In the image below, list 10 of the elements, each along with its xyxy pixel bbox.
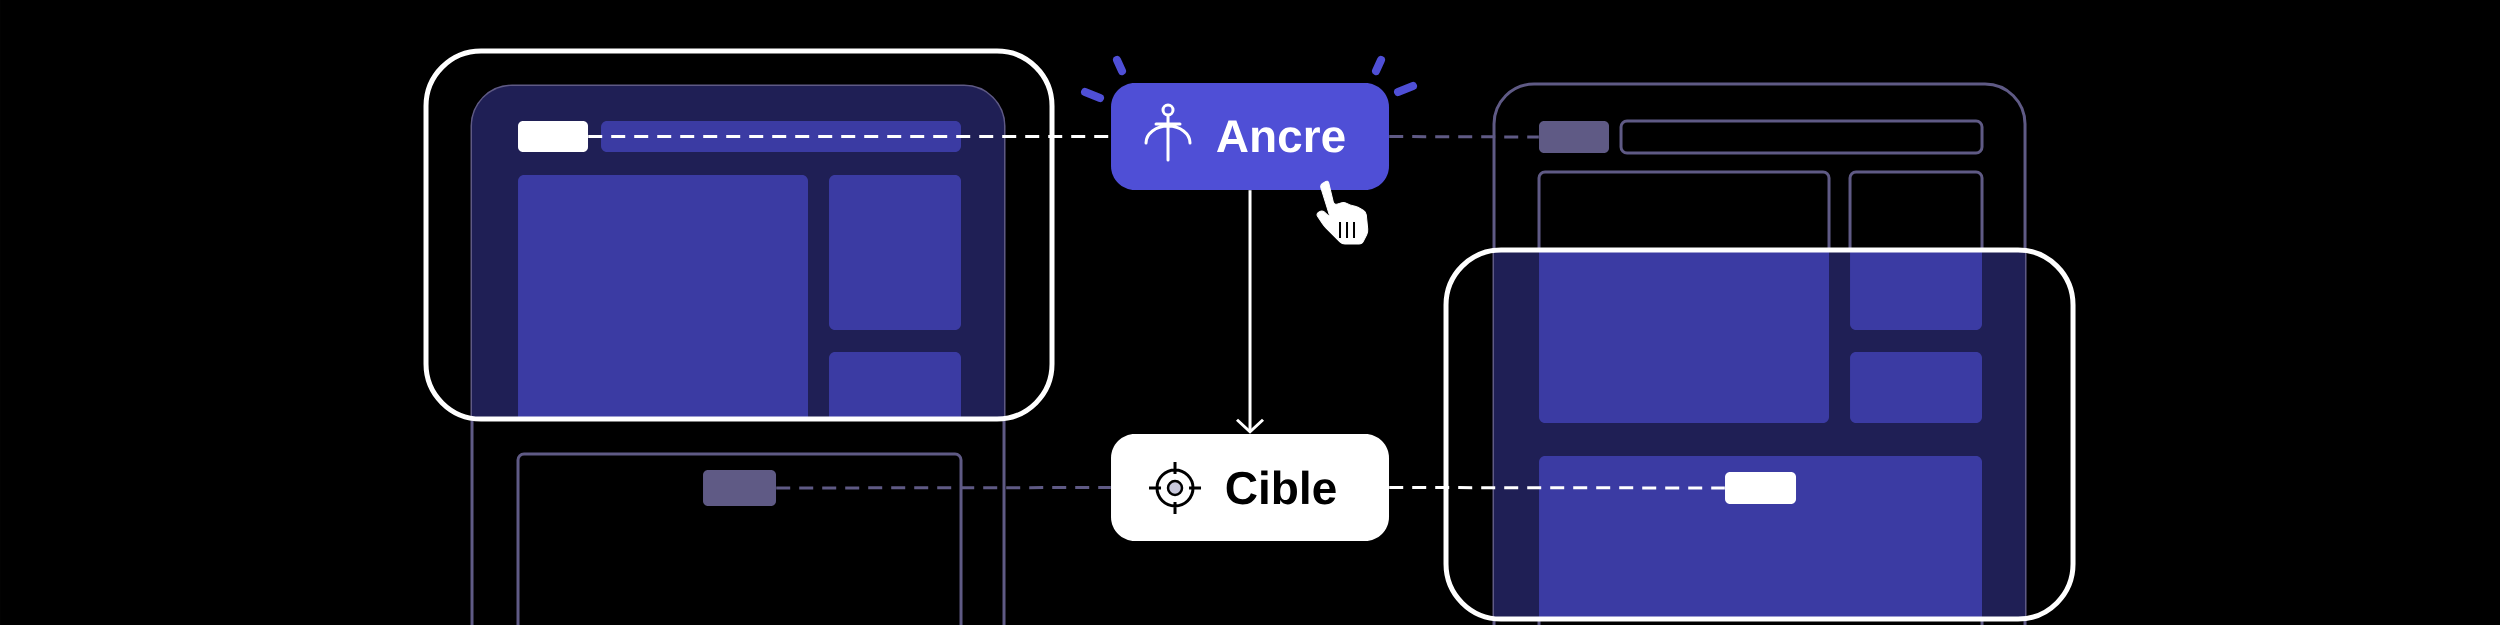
target-button: Cible (1111, 434, 1389, 541)
arrow (1236, 190, 1265, 434)
dashed-connector (776, 486, 1111, 490)
dashed-connector (1389, 486, 1725, 490)
element-box (518, 121, 588, 152)
element-box (1539, 121, 1609, 153)
dashed-connector (1389, 135, 1539, 139)
anchor-button: Ancre (1111, 83, 1389, 190)
element-box (1725, 472, 1796, 504)
element-box (703, 470, 776, 506)
